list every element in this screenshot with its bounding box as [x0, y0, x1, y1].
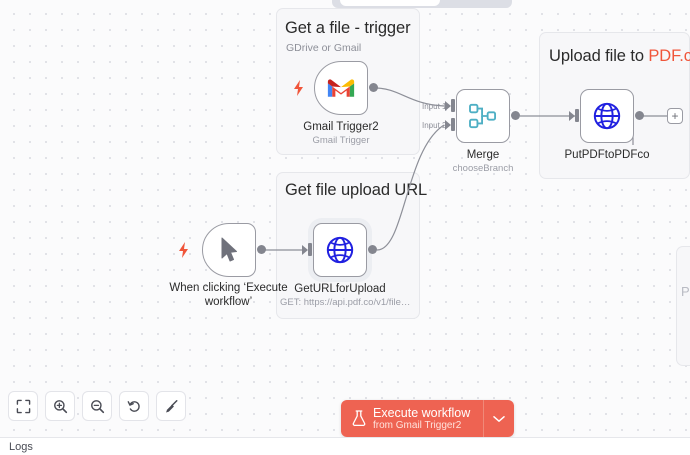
zoom-to-fit-button[interactable] [8, 391, 38, 421]
broom-icon [165, 399, 177, 412]
zoom-out-button[interactable] [82, 391, 112, 421]
globe-icon [593, 102, 621, 130]
bolt-icon-gmail-trigger [294, 80, 303, 96]
bolt-icon-manual-trigger [179, 242, 188, 258]
cursor-pointer-icon [221, 237, 237, 262]
top-toolbar-stub-highlight [340, 0, 440, 6]
input-port-arrow-putpdftopdfco[interactable] [569, 111, 575, 121]
node-label-putpdftopdfco: PutPDFtoPDFco [564, 149, 650, 161]
execute-workflow-title: Execute workflow [373, 405, 471, 420]
zoom-in-icon [53, 399, 67, 413]
sticky-note-title-partial-right-edge: Pr [681, 284, 690, 299]
chevron-down-icon [493, 415, 506, 422]
fit-to-view-icon [16, 399, 30, 413]
execute-workflow-button[interactable]: Execute workflow from Gmail Trigger2 [341, 400, 484, 437]
input-label-merge-input2: Input 2 [422, 121, 447, 130]
node-sublabel-geturlforupload: GET: https://api.pdf.co/v1/file… [280, 297, 411, 308]
node-putpdftopdfco[interactable] [580, 89, 634, 143]
output-port-gmail-trigger2[interactable] [369, 83, 378, 92]
node-sublabel-gmail-trigger2: Gmail Trigger [312, 135, 370, 146]
input-port-bar-putpdftopdfco[interactable] [575, 109, 579, 122]
logs-panel-label: Logs [9, 441, 33, 453]
sticky-note-partial-right-edge[interactable] [676, 246, 690, 366]
flask-icon [352, 410, 366, 427]
node-label-when-clicking-execute-workflow: When clicking ‘Execute workflow’ [169, 282, 288, 309]
input-label-merge-input1: Input 1 [422, 102, 447, 111]
gmail-icon [327, 79, 355, 97]
logs-panel-bar[interactable]: Logs [0, 437, 690, 455]
execute-workflow-subtitle: from Gmail Trigger2 [373, 419, 462, 431]
execute-workflow-dropdown-button[interactable] [483, 400, 515, 437]
input-port-bar-merge-1[interactable] [451, 99, 455, 112]
reset-zoom-button[interactable] [119, 391, 149, 421]
node-geturlforupload[interactable] [313, 223, 367, 277]
merge-icon [469, 103, 496, 129]
tidy-up-button[interactable] [156, 391, 186, 421]
node-when-clicking-execute-workflow[interactable] [202, 223, 256, 277]
undo-arrow-icon [127, 400, 140, 412]
node-merge[interactable] [456, 89, 510, 143]
canvas-controls-toolbar [8, 391, 186, 421]
output-port-geturlforupload[interactable] [368, 245, 377, 254]
globe-icon [326, 236, 354, 264]
sticky-title-text-plain: Upload file to [549, 47, 649, 65]
sticky-title-text-accent: PDF.co [648, 47, 690, 65]
node-label-geturlforupload: GetURLforUpload [294, 283, 386, 295]
output-port-putpdftopdfco[interactable] [635, 111, 644, 120]
sticky-note-title-get-file-upload-url: Get file upload URL [285, 181, 428, 199]
input-port-arrow-merge-1[interactable] [445, 101, 451, 111]
input-port-arrow-geturlforupload[interactable] [302, 245, 308, 255]
zoom-out-icon [90, 399, 104, 413]
sticky-note-subtitle-get-a-file-trigger: GDrive or Gmail [286, 42, 362, 54]
execute-workflow-button-group: Execute workflow from Gmail Trigger2 [341, 400, 515, 437]
zoom-in-button[interactable] [45, 391, 75, 421]
input-port-arrow-merge-2[interactable] [445, 120, 451, 130]
sticky-note-title-upload-file-to-pdfco: Upload file to PDF.co [549, 47, 690, 66]
node-gmail-trigger2[interactable] [314, 61, 368, 115]
execute-workflow-labels: Execute workflow from Gmail Trigger2 [373, 406, 470, 431]
sticky-note-title-get-a-file-trigger: Get a file - trigger [285, 19, 411, 37]
node-label-gmail-trigger2: Gmail Trigger2 [303, 121, 379, 133]
node-label-merge: Merge [466, 149, 500, 161]
node-sublabel-merge: chooseBranch [452, 163, 514, 174]
output-port-merge[interactable] [511, 111, 520, 120]
output-port-manual-trigger[interactable] [257, 245, 266, 254]
add-node-plus-button[interactable]: + [667, 108, 683, 124]
input-port-bar-merge-2[interactable] [451, 118, 455, 131]
input-port-bar-geturlforupload[interactable] [308, 243, 312, 256]
